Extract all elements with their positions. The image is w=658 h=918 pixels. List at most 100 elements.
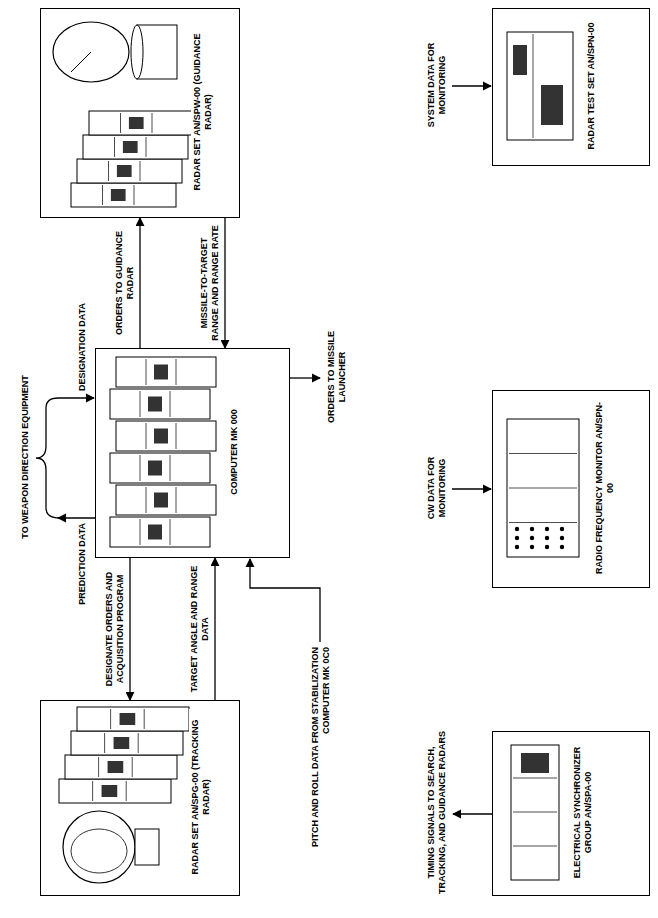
equipment-illustration: [41, 7, 441, 217]
cabinet-seam: [509, 488, 577, 489]
cabinet-seam: [170, 455, 171, 481]
equipment-name: COMPUTER MK 000: [228, 357, 241, 547]
antenna-pedestal: [135, 829, 159, 865]
cabinet-seam: [140, 455, 141, 481]
cw-arrow: [452, 488, 491, 489]
cabinet-seam: [114, 137, 115, 157]
equipment-box: ELECTRICAL SYNCHRONIZER GROUP AN/SPA-00: [492, 731, 650, 896]
cabinet-panel: [148, 461, 162, 476]
equipment-cabinet: [110, 453, 210, 483]
panel-knob: [545, 545, 549, 549]
system-data-arrow: [452, 85, 491, 86]
cabinet-seam: [98, 757, 99, 777]
cabinet-seam: [513, 846, 557, 847]
equipment-name: RADAR SET AN/SPG-00 (TRACKING RADAR): [189, 709, 213, 885]
data-flow-arrow: [139, 218, 140, 348]
equipment-cabinet: [116, 357, 216, 387]
equipment-name: ELECTRICAL SYNCHRONIZER GROUP AN/SPA-00: [571, 740, 595, 885]
equipment-cabinet: [77, 707, 189, 731]
cabinet-seam: [134, 185, 135, 205]
flow-label: TARGET ANGLE AND RANGE DATA: [189, 564, 211, 694]
panel-knob: [530, 545, 534, 549]
cabinet-seam: [170, 519, 171, 545]
bracket: [36, 398, 60, 518]
cabinet-seam: [102, 185, 103, 205]
equipment-illustration: [493, 7, 658, 165]
cabinet-seam: [108, 161, 109, 181]
equipment-illustration: [41, 699, 441, 895]
cabinet-panel: [123, 141, 138, 153]
antenna-dish: [71, 829, 127, 873]
equipment-name: RADAR TEST SET AN/SPN-00: [585, 17, 598, 155]
antenna-dish: [53, 22, 129, 82]
launcher-arrow: [290, 377, 320, 378]
cabinet-panel: [154, 429, 168, 444]
flow-label: DESIGNATE ORDERS AND ACQUISITION PROGRAM: [104, 564, 126, 694]
equipment-name: RADIO FREQUENCY MONITOR AN/SPN-00: [593, 399, 617, 577]
equipment-cabinet: [116, 485, 216, 515]
data-flow-arrow: [214, 558, 215, 700]
prediction-arrow: [58, 517, 95, 518]
equipment-box: RADAR SET AN/SPW-00 (GUIDANCE RADAR): [40, 8, 240, 218]
cabinet-seam: [92, 781, 93, 801]
equipment-box: RADAR TEST SET AN/SPN-00: [492, 8, 650, 166]
signal-label: CW DATA FOR MONITORING: [426, 428, 448, 548]
cabinet-panel: [541, 85, 563, 125]
cabinet-seam: [513, 812, 557, 813]
cabinet-seam: [140, 161, 141, 181]
flow-label: ORDERS TO GUIDANCE RADAR: [114, 224, 136, 342]
cabinet-seam: [176, 359, 177, 385]
cabinet-panel: [513, 45, 527, 75]
panel-knob: [515, 536, 519, 540]
cabinet-seam: [176, 423, 177, 449]
cabinet-seam: [513, 778, 557, 779]
panel-knob: [530, 536, 534, 540]
cabinet-seam: [509, 522, 577, 523]
cabinet-panel: [117, 165, 132, 177]
dish-feed: [71, 52, 91, 72]
signal-label: DESIGNATION DATA: [77, 278, 88, 392]
cabinet-seam: [132, 757, 133, 777]
antenna-radome: [63, 811, 135, 883]
cabinet-seam: [509, 453, 577, 454]
signal-label: SYSTEM DATA FOR MONITORING: [426, 26, 448, 144]
cabinet-seam: [170, 391, 171, 417]
cabinet-seam: [146, 137, 147, 157]
cabinet-panel: [120, 713, 136, 725]
cabinet-panel: [129, 117, 144, 129]
panel-knob: [560, 527, 564, 531]
cabinet-panel: [154, 493, 168, 508]
panel-knob: [545, 536, 549, 540]
panel-knob: [515, 527, 519, 531]
equipment-cabinet: [110, 517, 210, 547]
equipment-cabinet: [77, 159, 182, 183]
equipment-cabinet: [116, 421, 216, 451]
cabinet-seam: [138, 733, 139, 753]
cabinet-panel: [114, 737, 130, 749]
cabinet-seam: [144, 709, 145, 729]
cabinet-panel: [148, 525, 162, 540]
cabinet-seam: [152, 113, 153, 133]
timing-arrow: [453, 813, 492, 814]
cabinet-panel: [108, 761, 124, 773]
cabinet-seam: [110, 709, 111, 729]
equipment-cabinet: [110, 389, 210, 419]
cabinet-panel: [111, 189, 126, 201]
cabinet-panel: [148, 397, 162, 412]
equipment-box: COMPUTER MK 000: [95, 348, 290, 558]
equipment-cabinet: [65, 755, 177, 779]
cabinet-seam: [140, 519, 141, 545]
panel-knob: [545, 527, 549, 531]
cabinet-panel: [154, 365, 168, 380]
equipment-illustration: [493, 389, 658, 587]
cabinet-seam: [533, 34, 534, 138]
equipment-box: RADIO FREQUENCY MONITOR AN/SPN-00: [492, 390, 650, 588]
equipment-name: RADAR SET AN/SPW-00 (GUIDANCE RADAR): [191, 17, 215, 207]
cabinet-seam: [146, 359, 147, 385]
cabinet-panel: [521, 753, 549, 773]
cabinet-panel: [102, 785, 118, 797]
equipment-cabinet: [71, 731, 183, 755]
signal-label: TO WEAPON DIRECTION EQUIPMENT: [20, 351, 31, 563]
cabinet-seam: [176, 487, 177, 513]
